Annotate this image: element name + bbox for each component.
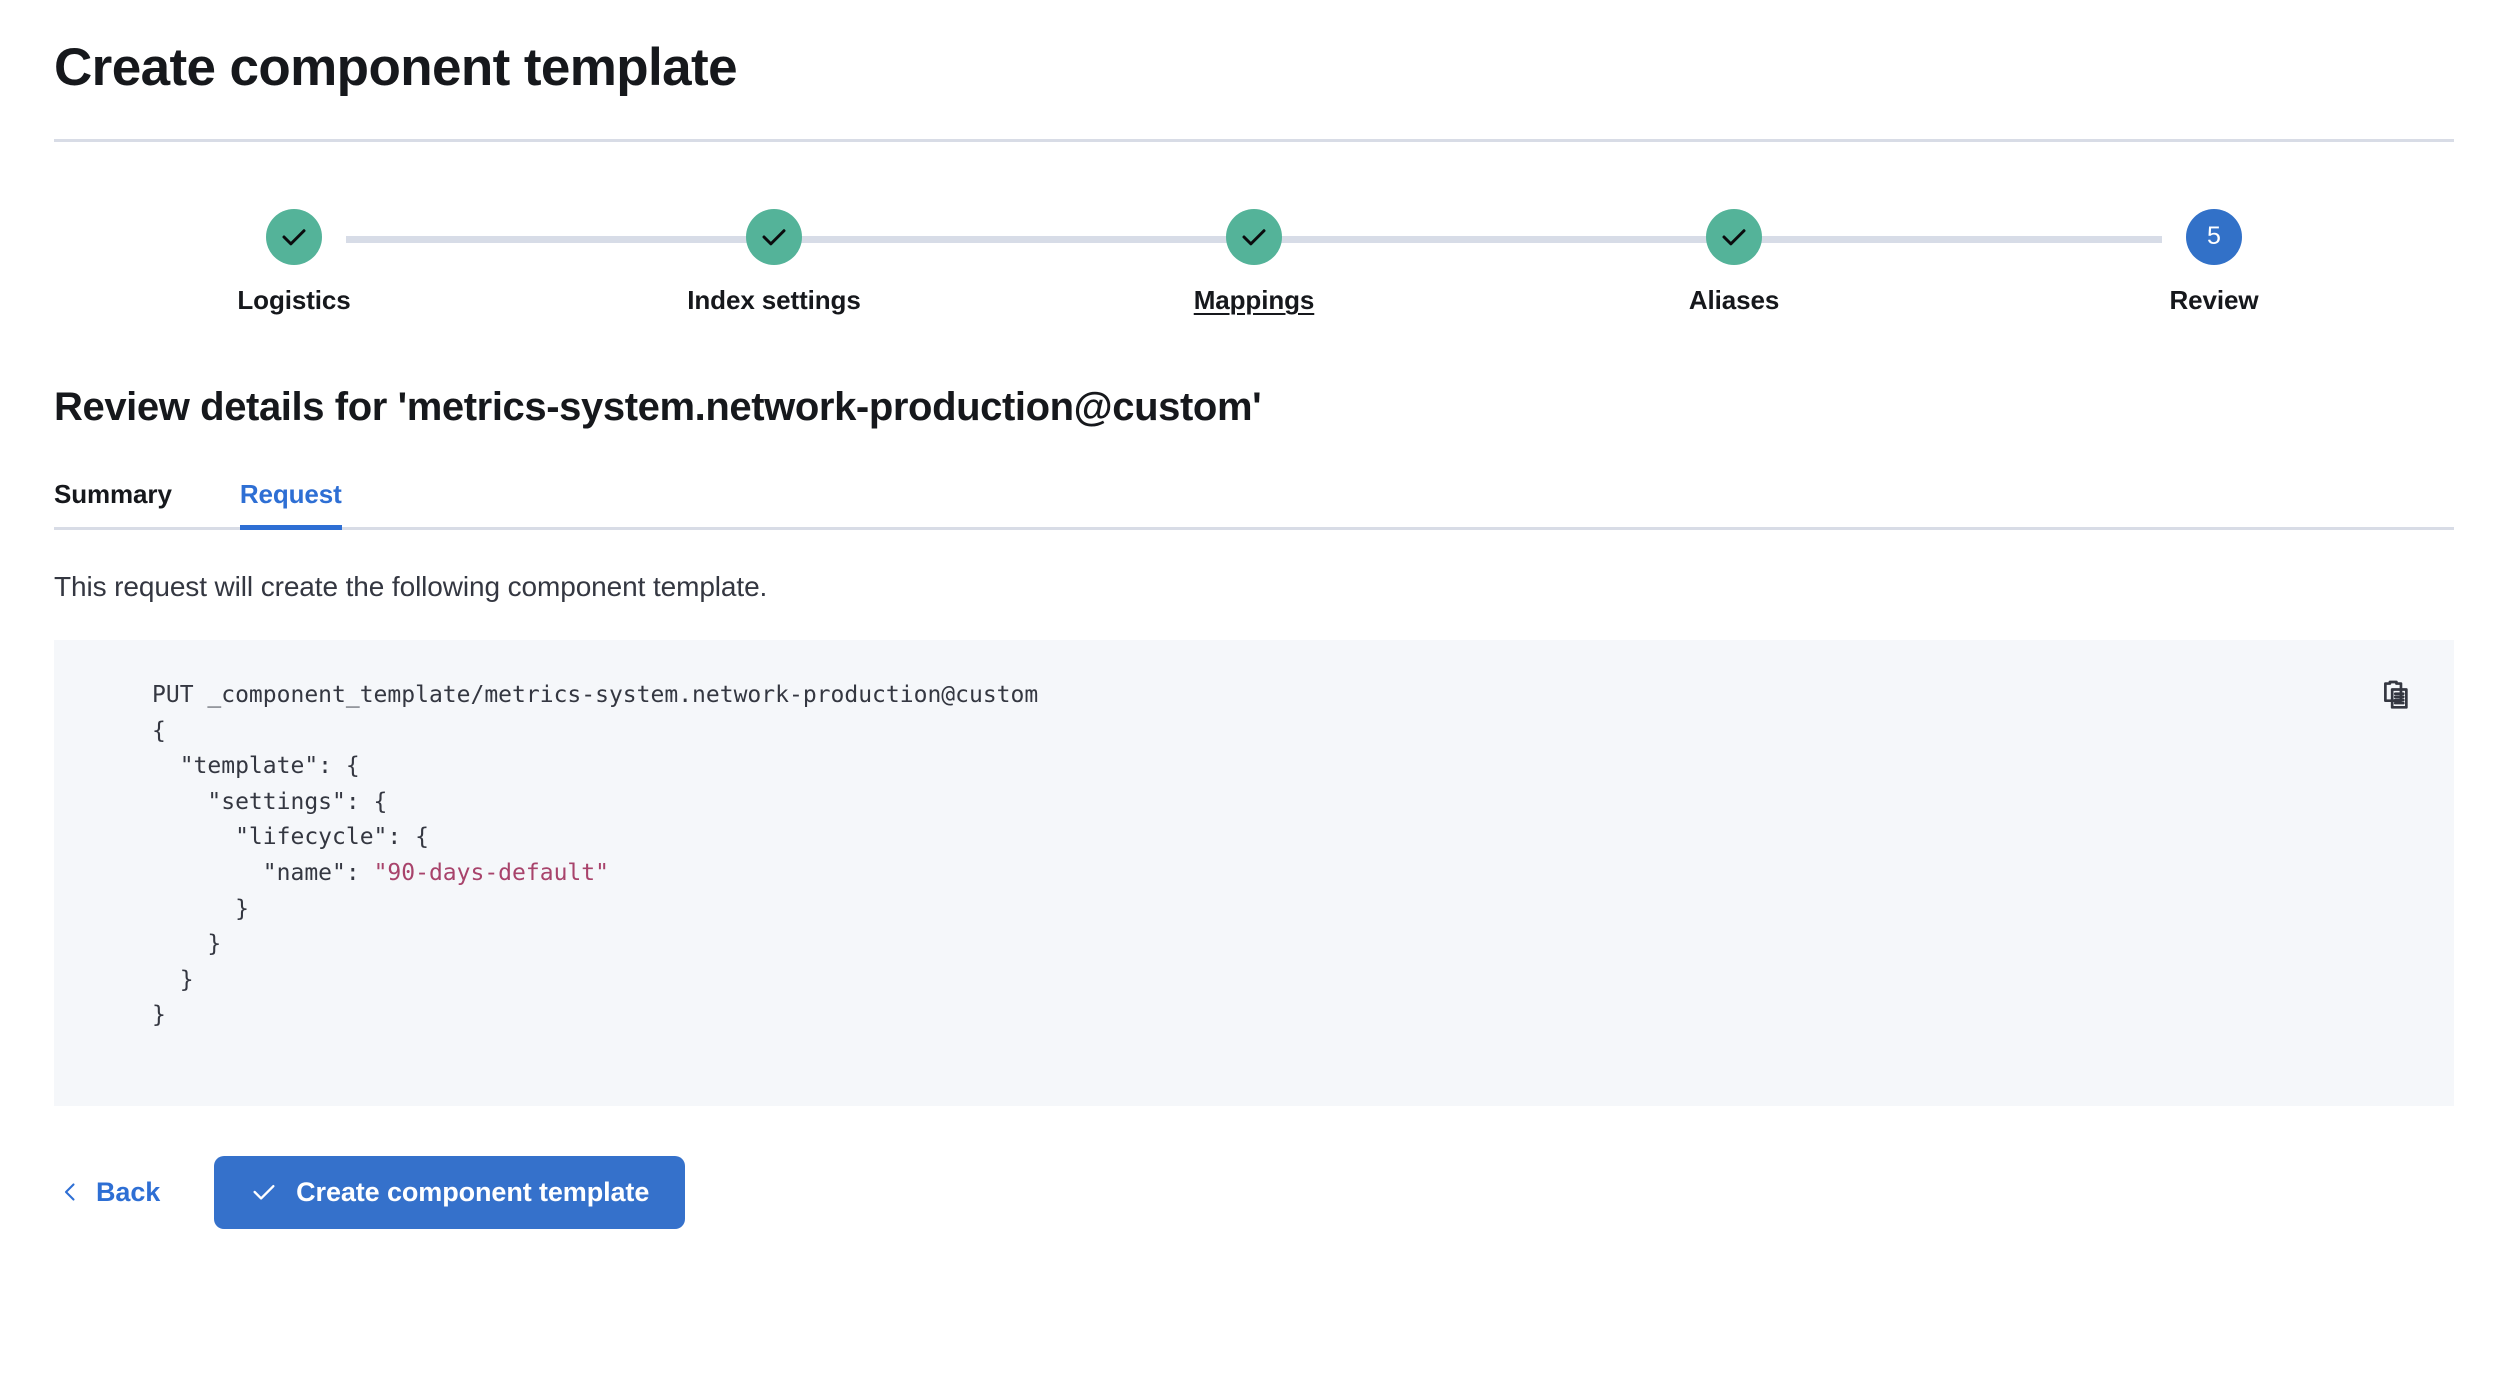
check-icon (759, 222, 789, 252)
copy-clipboard-icon (2379, 679, 2413, 713)
step-label-mappings[interactable]: Mappings (1193, 284, 1315, 315)
request-code-text: PUT _component_template/metrics-system.n… (152, 678, 2410, 1034)
request-body-line: } (152, 966, 194, 993)
step-number: 5 (2207, 222, 2221, 251)
step-circle-current: 5 (2186, 208, 2242, 265)
chevron-left-icon (58, 1180, 82, 1204)
page-title: Create component template (54, 38, 738, 97)
step-aliases[interactable]: Aliases (1494, 208, 1974, 316)
check-icon (1239, 222, 1269, 252)
review-tabs: Summary Request (54, 479, 2454, 530)
wizard-stepper: Logistics Index settings Mappings (54, 208, 2454, 319)
request-body-line: } (152, 895, 249, 922)
review-heading: Review details for 'metrics-system.netwo… (54, 384, 1262, 429)
request-description: This request will create the following c… (54, 570, 768, 602)
step-circle-complete (266, 208, 322, 265)
request-code-block: PUT _component_template/metrics-system.n… (54, 639, 2454, 1106)
step-label-logistics: Logistics (237, 284, 351, 315)
check-icon (279, 222, 309, 252)
request-body-line: } (152, 1002, 166, 1029)
create-component-template-button[interactable]: Create component template (214, 1155, 686, 1229)
step-label-aliases: Aliases (1688, 284, 1780, 315)
step-circle-complete (1706, 208, 1762, 265)
check-icon (1719, 222, 1749, 252)
check-icon (250, 1178, 278, 1206)
request-body-line: "template": { (152, 753, 360, 780)
request-body-line: } (152, 931, 222, 958)
tab-request[interactable]: Request (239, 479, 342, 530)
step-label-review: Review (2169, 284, 2259, 315)
step-mappings[interactable]: Mappings (1014, 208, 1494, 316)
copy-request-button[interactable] (2370, 670, 2422, 722)
request-body-line: "lifecycle": { (152, 824, 429, 851)
step-circle-complete (746, 208, 802, 265)
step-label-index-settings: Index settings (687, 284, 861, 315)
header-divider (54, 138, 2454, 142)
request-method-path: PUT _component_template/metrics-system.n… (152, 681, 1039, 708)
step-circle-complete (1226, 208, 1282, 265)
step-index-settings[interactable]: Index settings (534, 208, 1014, 316)
lifecycle-name-value: "90-days-default" (373, 859, 609, 886)
request-body-line: "settings": { (152, 788, 388, 815)
tab-summary[interactable]: Summary (54, 479, 172, 530)
request-body-line: { (152, 717, 166, 744)
request-body-line: "name": (152, 859, 374, 886)
back-button[interactable]: Back (54, 1167, 164, 1218)
step-review[interactable]: 5 Review (1974, 208, 2454, 316)
wizard-actions: Back Create component template (54, 1155, 2452, 1229)
step-logistics[interactable]: Logistics (54, 208, 534, 316)
create-component-template-button-label: Create component template (296, 1176, 650, 1207)
back-button-label: Back (96, 1176, 161, 1207)
